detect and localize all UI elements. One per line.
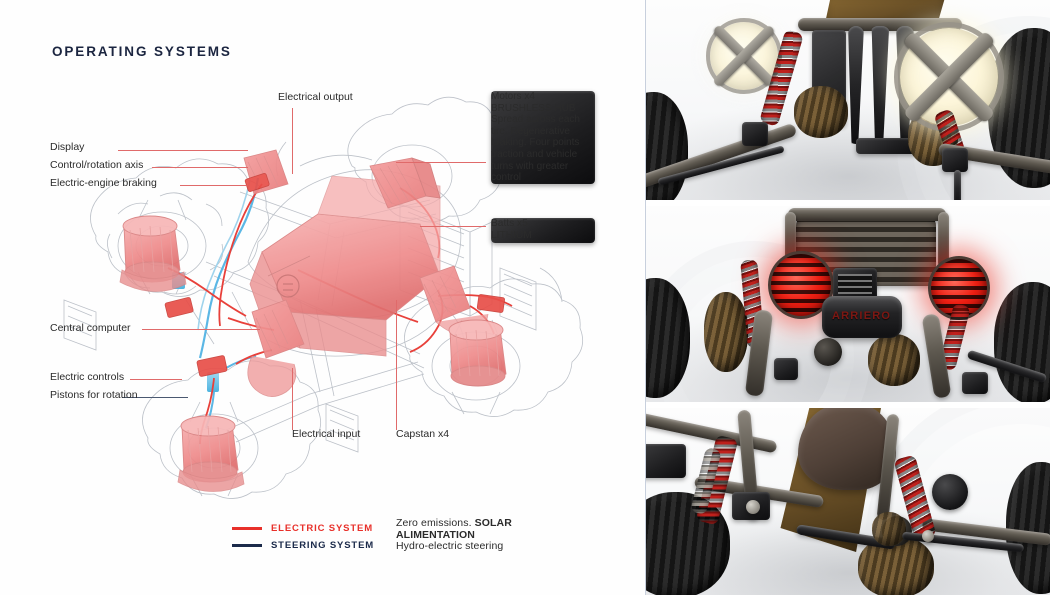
leader-electric-controls	[130, 379, 182, 380]
rear-body-cylinder	[822, 296, 902, 338]
hub-drum-left	[794, 86, 848, 138]
leader-control-rotation-axis	[152, 167, 248, 168]
chassis-top-crossbar	[798, 18, 962, 31]
callout-motors-line-8: control	[491, 172, 522, 184]
joint-right	[942, 148, 968, 172]
legend-swatch-steering	[232, 544, 262, 547]
legend: ELECTRIC SYSTEM Zero emissions. SOLAR AL…	[232, 517, 592, 554]
leader-pistons-for-rotation	[122, 397, 188, 398]
tire-right-detail	[1006, 462, 1050, 594]
callout-electrical-input: Electrical input	[292, 428, 361, 440]
roll-bar-right	[938, 212, 949, 268]
brand-arriero: ARRIERO	[832, 310, 892, 322]
callout-capstan: Capstan x4	[396, 428, 450, 440]
motor-detail-left	[646, 444, 686, 478]
callout-motors-line-4: tire. Regenerative	[491, 125, 570, 137]
leader-electric-engine-braking	[180, 185, 246, 186]
knob-detail-right	[932, 474, 968, 510]
callout-control-rotation-axis: Control/rotation axis	[50, 159, 144, 171]
legend-desc-electric-prefix: Zero emissions.	[396, 516, 475, 529]
headlight-left	[705, 17, 783, 95]
leader-central-computer	[142, 329, 260, 330]
legend-name-steering: STEERING SYSTEM	[271, 540, 375, 551]
roll-bar-top	[788, 208, 946, 221]
callout-electric-controls: Electric controls	[50, 371, 125, 383]
leader-electrical-input	[292, 368, 293, 430]
axle-hub-rear	[814, 338, 842, 366]
coil-wrap-detail	[872, 512, 906, 546]
legend-name-electric: ELECTRIC SYSTEM	[271, 523, 373, 534]
tire-right-rear	[994, 282, 1050, 402]
saddle-cover	[798, 408, 896, 490]
callout-batts-line-1: Batts x5	[491, 218, 528, 229]
callout-electric-engine-braking: Electric-engine braking	[50, 177, 157, 189]
render-panel-suspension	[646, 408, 1050, 595]
joint-left	[742, 122, 768, 146]
callout-motors-line-3: Spread across each	[491, 114, 580, 126]
tire-inner-left-rear	[704, 292, 748, 372]
legend-row-steering: STEERING SYSTEM Hydro-electric steering	[232, 537, 592, 554]
render-panel-rear: ARRIERO	[646, 206, 1050, 402]
tire-inner-right-rear	[868, 334, 920, 386]
legend-row-electric: ELECTRIC SYSTEM Zero emissions. SOLAR AL…	[232, 517, 592, 541]
callout-central-computer: Central computer	[50, 322, 131, 334]
legend-desc-steering: Hydro-electric steering	[396, 539, 504, 552]
strut-vertical-right	[954, 170, 961, 200]
callout-motors-line-1: Motors x4	[491, 91, 535, 102]
callout-motors: Motors x4 BRUSHLESS HUB Spread across ea…	[491, 91, 595, 184]
callout-motors-line-7: turns with greater	[491, 160, 569, 172]
legend-desc-electric-strong: SOLAR ALIMENTATION	[396, 516, 512, 541]
leader-display	[118, 150, 248, 151]
render-column: ARRIERO	[645, 0, 1050, 595]
callout-motors-line-5: braking. Four points	[491, 137, 580, 149]
legend-desc-electric: Zero emissions. SOLAR ALIMENTATION	[396, 517, 592, 541]
callout-motors-line-6: traction and vehicle	[491, 148, 578, 160]
page-title: OPERATING SYSTEMS	[52, 44, 232, 59]
diagram-panel: OPERATING SYSTEMS	[50, 44, 595, 554]
taillight-left	[768, 251, 834, 319]
callout-motors-line-2: BRUSHLESS HUB	[491, 102, 576, 114]
callout-electrical-output: Electrical output	[278, 91, 353, 103]
bolt-detail-right	[922, 530, 934, 542]
callout-pistons-for-rotation: Pistons for rotation	[50, 389, 138, 401]
legend-swatch-electric	[232, 527, 262, 530]
exploded-vehicle-diagram	[63, 96, 584, 499]
joint-rear-right	[962, 372, 988, 394]
joint-rear-left	[774, 358, 798, 380]
leader-electrical-output	[292, 108, 293, 174]
bolt-detail-left	[746, 500, 760, 514]
leader-motors	[396, 162, 486, 163]
callout-display: Display	[50, 141, 85, 153]
callout-batts-line-2: LITHIUM	[491, 230, 532, 242]
roll-bar-left	[785, 212, 796, 264]
leader-batts	[420, 226, 486, 227]
render-panel-front	[646, 0, 1050, 200]
leader-capstan	[396, 300, 397, 430]
callout-batts: Batts x5 LITHIUM	[491, 218, 595, 243]
chassis-skid-plate	[856, 138, 918, 154]
rear-vent-louvres	[838, 274, 872, 294]
